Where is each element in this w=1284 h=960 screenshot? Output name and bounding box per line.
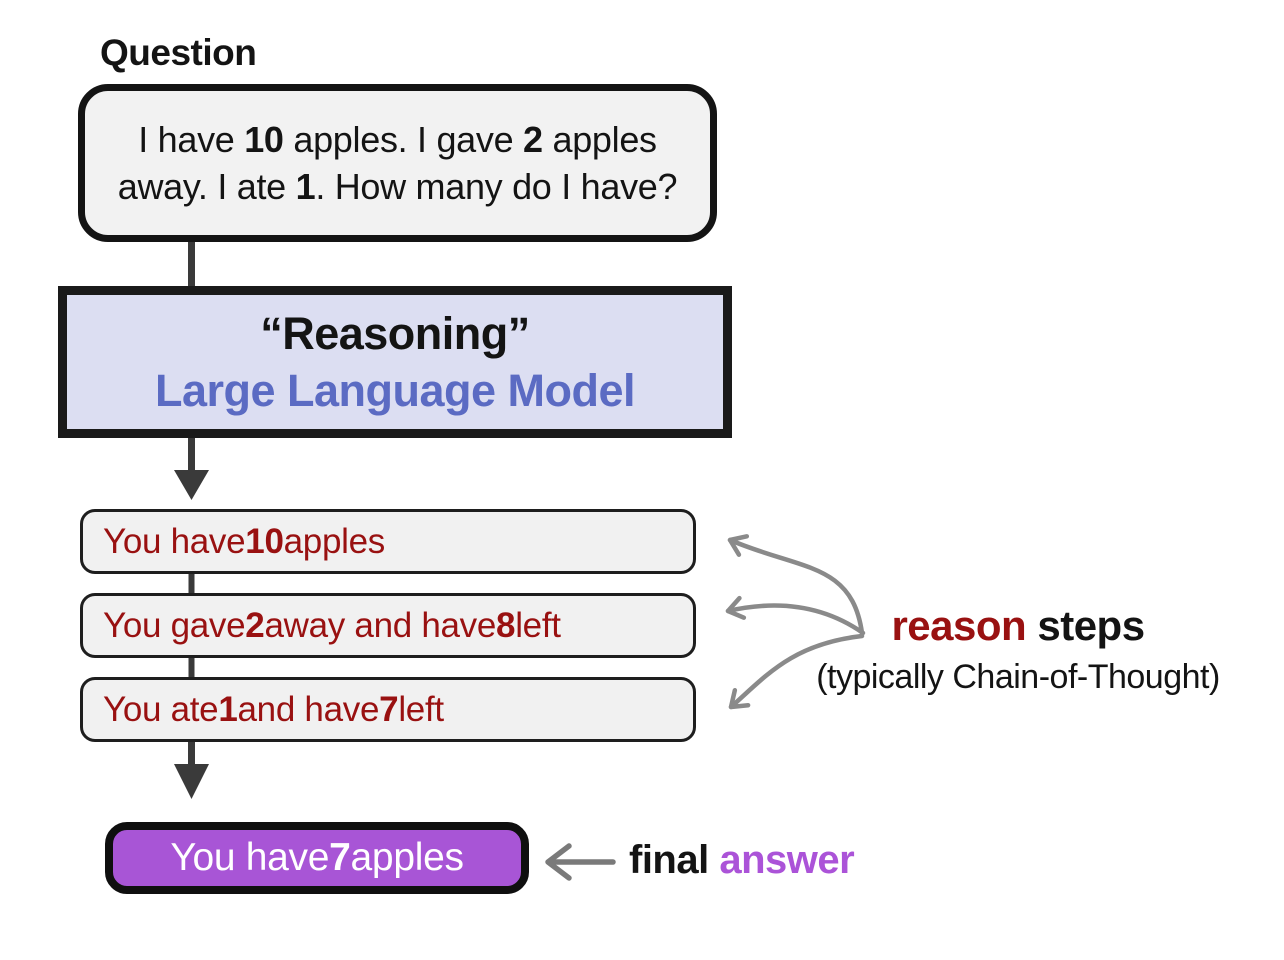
question-text-line1: I have 10 apples. I gave 2 apples bbox=[138, 116, 657, 163]
emphasis-number: 8 bbox=[496, 605, 516, 645]
final-word: final bbox=[629, 838, 709, 882]
final-answer-label: final answer bbox=[629, 838, 855, 883]
llm-title: “Reasoning” bbox=[260, 308, 530, 359]
reason-word: reason bbox=[891, 602, 1027, 649]
emphasis-number: 2 bbox=[523, 119, 543, 160]
text-segment: You gave bbox=[103, 605, 246, 645]
question-label: Question bbox=[100, 32, 257, 73]
llm-box: “Reasoning” Large Language Model bbox=[58, 286, 732, 438]
text-segment: apples bbox=[350, 836, 464, 879]
emphasis-number: 7 bbox=[329, 836, 351, 879]
reason-step-2: You gave 2 away and have 8 left bbox=[80, 593, 696, 658]
curved-arrow-to-step2 bbox=[725, 595, 866, 636]
emphasis-number: 2 bbox=[245, 605, 265, 645]
reason-steps-title: reason steps bbox=[782, 602, 1254, 650]
curved-arrow-to-step3 bbox=[728, 633, 865, 710]
emphasis-number: 1 bbox=[218, 689, 238, 729]
text-segment: left bbox=[398, 689, 444, 729]
question-text-line2: away. I ate 1. How many do I have? bbox=[117, 163, 678, 210]
curved-arrow-to-step1 bbox=[727, 534, 865, 636]
emphasis-number: 7 bbox=[379, 689, 399, 729]
steps-word: steps bbox=[1037, 602, 1145, 649]
emphasis-number: 10 bbox=[245, 521, 284, 561]
text-segment: apples bbox=[542, 119, 657, 160]
answer-word: answer bbox=[719, 838, 855, 882]
reason-step-1: You have 10 apples bbox=[80, 509, 696, 574]
text-segment: . How many do I have? bbox=[315, 166, 678, 207]
text-segment: away and have bbox=[264, 605, 497, 645]
emphasis-number: 10 bbox=[244, 119, 284, 160]
reason-steps-subtitle: (typically Chain-of-Thought) bbox=[816, 658, 1220, 696]
text-segment: You ate bbox=[103, 689, 219, 729]
text-segment: and have bbox=[237, 689, 380, 729]
text-segment: You have bbox=[170, 836, 330, 879]
text-segment: apples bbox=[283, 521, 386, 561]
arrow-steps-to-answer-head bbox=[174, 764, 209, 799]
text-segment: left bbox=[515, 605, 561, 645]
arrow-llm-to-steps-head bbox=[174, 470, 209, 500]
question-box: I have 10 apples. I gave 2 apples away. … bbox=[78, 84, 717, 242]
llm-subtitle: Large Language Model bbox=[154, 365, 636, 416]
emphasis-number: 1 bbox=[295, 166, 316, 207]
final-answer-box: You have 7 apples bbox=[105, 822, 529, 894]
final-answer-arrow-head bbox=[545, 843, 572, 881]
text-segment: I have bbox=[138, 119, 245, 160]
reason-step-3: You ate 1 and have 7 left bbox=[80, 677, 696, 742]
text-segment: away. I ate bbox=[117, 166, 296, 207]
text-segment: apples. I gave bbox=[283, 119, 524, 160]
reason-steps-annotation: reason steps (typically Chain-of-Thought… bbox=[782, 602, 1254, 697]
text-segment: You have bbox=[103, 521, 246, 561]
